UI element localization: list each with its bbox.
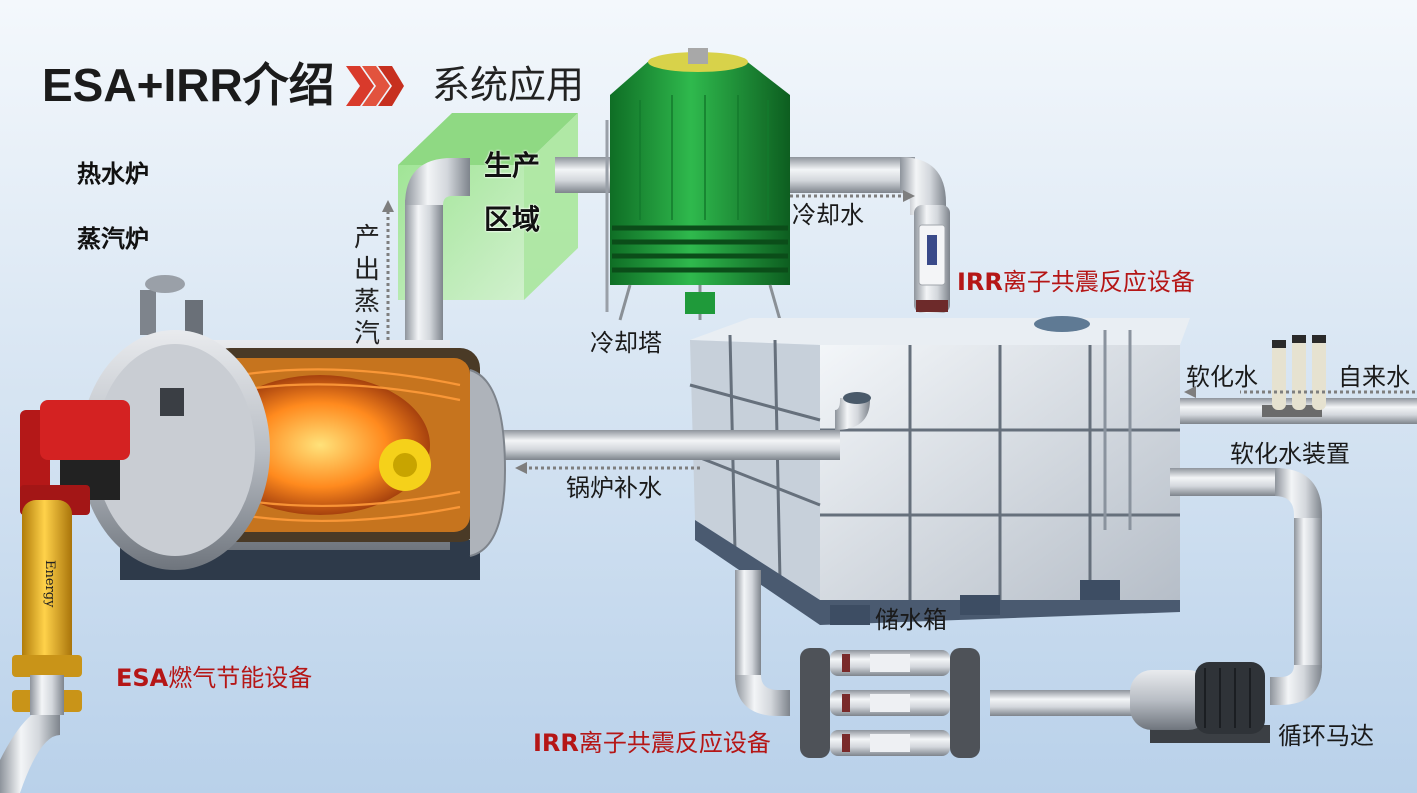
irr-top-brand: IRR	[957, 268, 1003, 296]
flow-arrows	[386, 194, 1415, 470]
circulation-motor-label: 循环马达	[1278, 722, 1374, 750]
menu-item-hot-water-boiler[interactable]: 热水炉	[77, 160, 149, 188]
esa-rest: 燃气节能设备	[168, 664, 313, 692]
esa-device: Energy	[0, 500, 82, 793]
flow-arrowheads	[382, 190, 1196, 474]
page-title: ESA+IRR介绍	[42, 59, 335, 111]
circulation-pipe-right	[1170, 468, 1322, 705]
menu-item-steam-boiler[interactable]: 蒸汽炉	[77, 225, 149, 253]
makeup-pipe	[470, 392, 871, 460]
cooling-tower-label: 冷却塔	[590, 329, 662, 357]
production-area-label-line2: 区域	[484, 203, 541, 236]
storage-tank	[689, 316, 1190, 625]
irr-bottom-rest: 离子共震反应设备	[578, 729, 771, 757]
production-area-label-line1: 生产	[484, 149, 541, 182]
boiler	[80, 275, 507, 580]
cooling-water-label: 冷却水	[792, 201, 864, 229]
chevrons-icon	[346, 66, 404, 106]
irr-bottom-brand: IRR	[533, 729, 579, 757]
irr-device-bottom	[800, 648, 980, 758]
irr-top-label: IRR离子共震反应设备	[957, 270, 1195, 294]
steam-output-label: 产出蒸汽	[353, 223, 380, 349]
page-subtitle: 系统应用	[432, 63, 585, 107]
softened-water-label: 软化水	[1186, 363, 1258, 391]
tap-water-label: 自来水	[1338, 363, 1410, 391]
burner	[20, 400, 130, 515]
irr-device-top	[914, 205, 950, 313]
irr-bottom-label: IRR离子共震反应设备	[533, 731, 771, 755]
storage-tank-label: 储水箱	[875, 606, 947, 634]
circulation-pipe-bottom	[735, 570, 1140, 716]
esa-label: ESA燃气节能设备	[116, 666, 312, 690]
esa-device-text: Energy	[42, 560, 57, 608]
cooling-tower	[605, 48, 790, 321]
softener-device-label: 软化水装置	[1230, 440, 1350, 468]
esa-brand: ESA	[116, 664, 169, 692]
boiler-makeup-label: 锅炉补水	[566, 474, 662, 502]
irr-top-rest: 离子共震反应设备	[1002, 268, 1195, 296]
circulation-pump	[1130, 662, 1270, 743]
